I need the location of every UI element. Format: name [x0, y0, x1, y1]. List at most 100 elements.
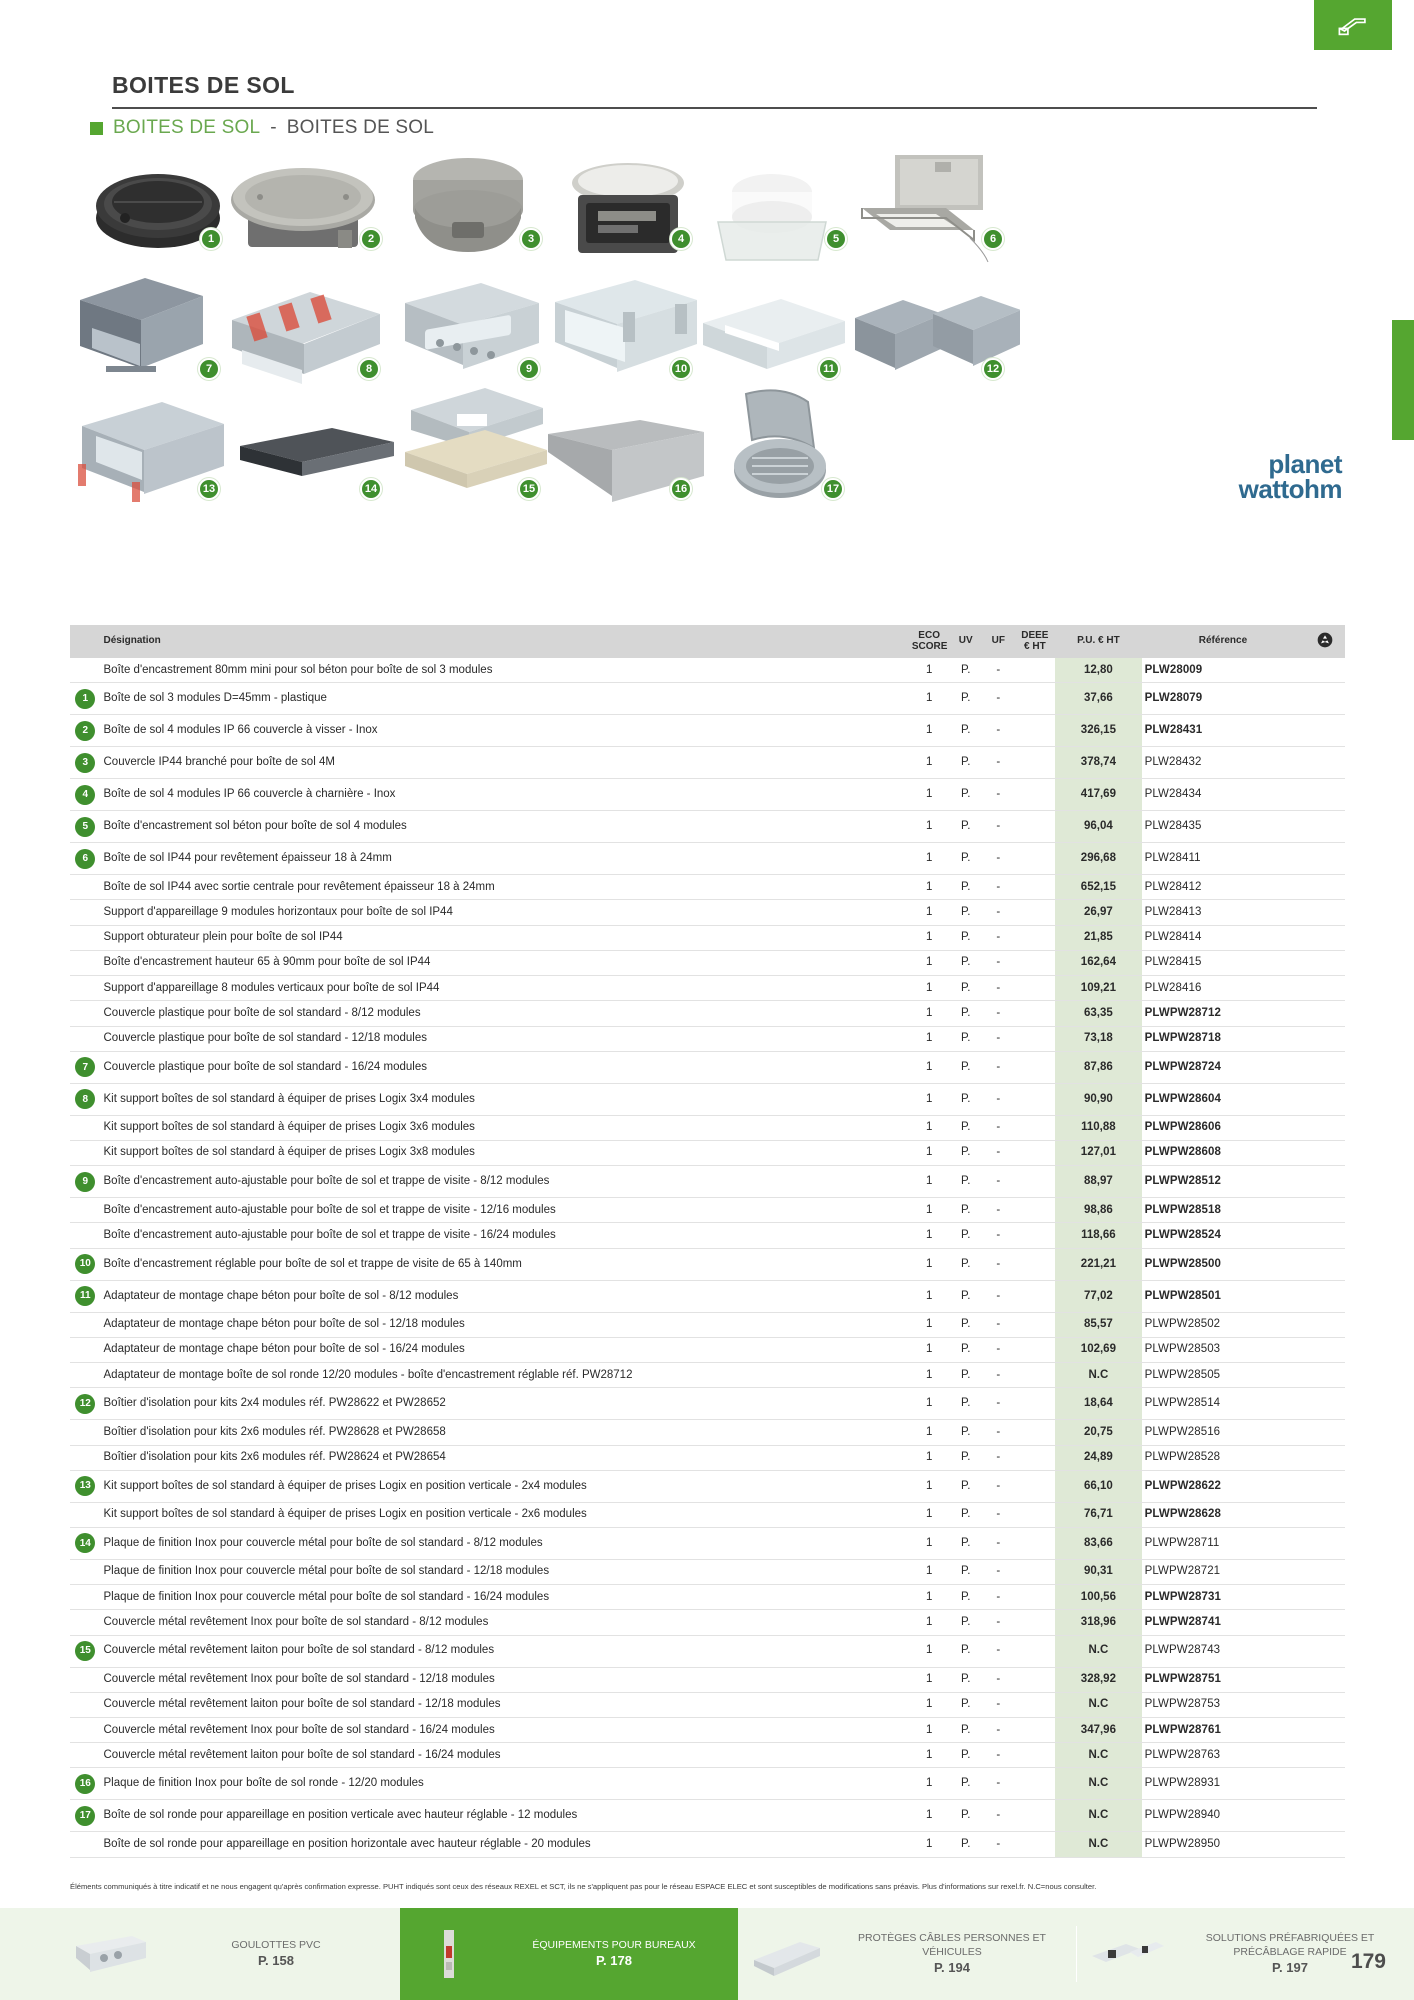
row-index-badge: 15 — [70, 1635, 101, 1668]
row-uf: - — [982, 1222, 1015, 1249]
row-badge: 2 — [75, 720, 96, 741]
row-uf: - — [982, 1140, 1015, 1167]
table-row: Boîte de sol ronde pour appareillage en … — [70, 1831, 1345, 1858]
table-row: Kit support boîtes de sol standard à équ… — [70, 1502, 1345, 1528]
row-uf: - — [982, 925, 1015, 951]
row-index-badge — [70, 1831, 101, 1858]
row-recycle-cell — [1304, 1000, 1345, 1027]
row-index-badge: 4 — [70, 778, 101, 812]
row-uf: - — [982, 1470, 1015, 1503]
row-recycle-cell — [1304, 1197, 1345, 1224]
row-reference: PLWPW28940 — [1141, 1799, 1305, 1833]
row-eco-score: 1 — [908, 1767, 950, 1801]
row-uv: P. — [949, 1831, 982, 1858]
row-uv: P. — [949, 1362, 982, 1389]
row-uf: - — [982, 1584, 1015, 1611]
footer-link-proteges-cables[interactable]: PROTÈGES CÂBLES PERSONNES ET VÉHICULES P… — [738, 1908, 1076, 2000]
row-reference: PLWPW28500 — [1141, 1248, 1305, 1281]
footer-page-proteges: P. 194 — [934, 1960, 970, 1976]
row-uf: - — [982, 1767, 1015, 1801]
breadcrumb-square-icon — [90, 121, 103, 135]
col-deee: DEEE€ HT — [1014, 625, 1056, 658]
row-designation: Support d'appareillage 8 modules vertica… — [100, 975, 909, 1002]
row-price: 66,10 — [1055, 1470, 1142, 1503]
row-reference: PLW28413 — [1141, 899, 1305, 926]
row-eco-score: 1 — [908, 1717, 950, 1744]
row-recycle-cell — [1304, 1445, 1345, 1471]
row-deee — [1014, 1083, 1056, 1116]
col-recycle — [1304, 625, 1345, 658]
row-uv: P. — [949, 950, 982, 977]
row-reference: PLW28079 — [1141, 682, 1305, 716]
row-index-badge — [70, 899, 101, 926]
col-designation: Désignation — [100, 625, 909, 658]
row-index-badge — [70, 975, 101, 1002]
row-designation: Boîte de sol 4 modules IP 66 couvercle à… — [100, 714, 909, 748]
row-reference: PLWPW28516 — [1141, 1419, 1305, 1446]
row-uf: - — [982, 950, 1015, 977]
row-designation: Boîte d'encastrement réglable pour boîte… — [100, 1248, 909, 1281]
row-uv: P. — [949, 658, 982, 684]
product-photo-3 — [390, 150, 550, 270]
row-uv: P. — [949, 1337, 982, 1364]
breadcrumb-category: BOITES DE SOL — [113, 117, 261, 138]
row-eco-score: 1 — [908, 1635, 950, 1668]
row-eco-score: 1 — [908, 1799, 950, 1833]
row-badge: 3 — [75, 752, 96, 773]
product-photo-8 — [220, 280, 390, 395]
row-recycle-cell — [1304, 1280, 1345, 1313]
product-photo-4 — [550, 155, 710, 270]
row-badge: 10 — [75, 1254, 96, 1275]
row-recycle-cell — [1304, 658, 1345, 684]
row-recycle-cell — [1304, 874, 1345, 901]
row-reference: PLWPW28622 — [1141, 1470, 1305, 1503]
row-recycle-cell — [1304, 1362, 1345, 1389]
row-uv: P. — [949, 1584, 982, 1611]
row-eco-score: 1 — [908, 682, 950, 716]
row-eco-score: 1 — [908, 1419, 950, 1446]
row-uv: P. — [949, 1083, 982, 1116]
row-deee — [1014, 1312, 1056, 1338]
row-index-badge — [70, 1140, 101, 1167]
row-uf: - — [982, 1609, 1015, 1636]
row-index-badge — [70, 950, 101, 977]
row-reference: PLWPW28743 — [1141, 1635, 1305, 1668]
row-reference: PLWPW28931 — [1141, 1767, 1305, 1801]
row-reference: PLW28435 — [1141, 810, 1305, 844]
table-body: Boîte d'encastrement 80mm mini pour sol … — [70, 658, 1345, 1858]
footer-link-solutions-prefabriquees[interactable]: SOLUTIONS PRÉFABRIQUÉES ET PRÉCÂBLAGE RA… — [1076, 1908, 1414, 2000]
row-eco-score: 1 — [908, 1115, 950, 1141]
row-recycle-cell — [1304, 1337, 1345, 1364]
table-row: Boîtier d'isolation pour kits 2x6 module… — [70, 1445, 1345, 1471]
row-eco-score: 1 — [908, 874, 950, 901]
row-uf: - — [982, 1312, 1015, 1338]
title-rule — [112, 107, 1317, 109]
legal-note: Éléments communiqués à titre indicatif e… — [70, 1882, 1097, 1891]
row-deee — [1014, 899, 1056, 926]
row-reference: PLWPW28518 — [1141, 1197, 1305, 1224]
row-price: 77,02 — [1055, 1280, 1142, 1313]
row-deee — [1014, 950, 1056, 977]
table-row: Couvercle métal revêtement laiton pour b… — [70, 1692, 1345, 1719]
product-photo-5 — [690, 162, 855, 272]
row-uv: P. — [949, 1115, 982, 1141]
colonne-thumb-icon — [410, 1930, 488, 1978]
row-price: 18,64 — [1055, 1387, 1142, 1421]
product-photo-1 — [80, 150, 240, 260]
row-price: 90,90 — [1055, 1083, 1142, 1116]
product-photo-11 — [685, 285, 850, 395]
row-uv: P. — [949, 925, 982, 951]
row-deee — [1014, 1559, 1056, 1586]
footer-link-goulottes-pvc[interactable]: GOULOTTES PVC P. 158 — [62, 1908, 400, 2000]
row-uv: P. — [949, 874, 982, 901]
table-row: Support d'appareillage 8 modules vertica… — [70, 975, 1345, 1002]
row-deee — [1014, 1222, 1056, 1249]
row-uv: P. — [949, 1445, 982, 1471]
row-reference: PLWPW28501 — [1141, 1280, 1305, 1313]
row-eco-score: 1 — [908, 658, 950, 684]
footer-link-equipements-bureaux[interactable]: ÉQUIPEMENTS POUR BUREAUX P. 178 — [400, 1908, 738, 2000]
row-designation: Boîte de sol 3 modules D=45mm - plastiqu… — [100, 682, 909, 716]
row-deee — [1014, 925, 1056, 951]
